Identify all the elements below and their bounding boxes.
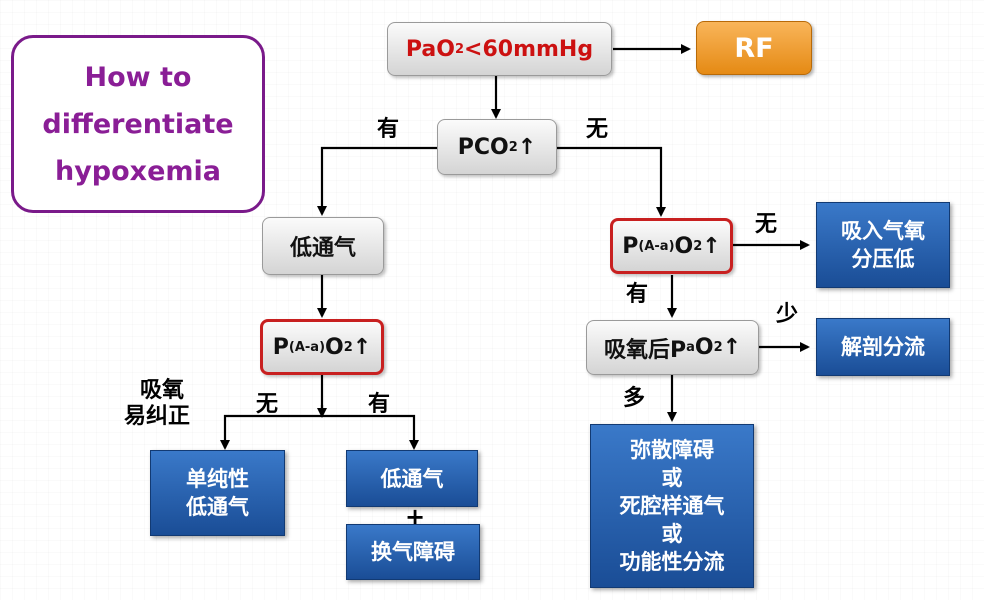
simple-line-2: 低通气: [186, 495, 249, 519]
label-no-top: 无: [586, 117, 609, 142]
paao2-right-o: O: [674, 233, 694, 259]
arrow-to-simple: [220, 414, 322, 450]
diffusion-line-1: 弥散障碍: [630, 438, 714, 462]
label-yes-left: 有: [368, 392, 391, 417]
node-low-vent-2: 低通气: [346, 450, 478, 507]
pao2-rest: <60mmHg: [464, 36, 594, 62]
label-more: 多: [623, 386, 646, 411]
node-shunt: 解剖分流: [816, 318, 950, 376]
pco2-base: PCO: [457, 134, 509, 160]
inhaled-line-2: 分压低: [851, 247, 915, 271]
node-simple-low-vent: 单纯性 低通气: [150, 450, 285, 536]
paao2-left-arrow: ↑: [352, 334, 372, 360]
exchange-label: 换气障碍: [371, 540, 455, 564]
pao2-base: PaO: [405, 36, 455, 62]
diffusion-line-3: 死腔样通气: [619, 494, 725, 518]
plus-sign: +: [405, 503, 426, 531]
after-o2-sub1: a: [686, 340, 695, 355]
shunt-label: 解剖分流: [841, 335, 925, 359]
diffusion-line-4: 或: [661, 522, 683, 546]
title-line-1: How to: [84, 61, 192, 93]
arrow-pco2-paao2: [557, 146, 666, 217]
paao2-right-sub2: 2: [693, 238, 703, 254]
arrow-to-lowvent2: [322, 414, 419, 450]
after-o2-prefix: 吸氧后P: [603, 337, 687, 363]
label-no-left: 无: [256, 392, 279, 417]
low-vent-2-label: 低通气: [380, 466, 444, 491]
node-low-inhaled: 吸入气氧 分压低: [816, 202, 950, 288]
label-yes-right: 有: [626, 282, 649, 307]
label-less: 少: [776, 302, 799, 327]
paao2-left-sub1: (A-a): [288, 339, 326, 355]
paao2-right-sub1: (A-a): [638, 238, 675, 254]
node-low-vent-1: 低通气: [262, 217, 384, 275]
paao2-right-p: P: [622, 233, 639, 259]
simple-line-1: 单纯性: [186, 467, 249, 491]
rf-label: RF: [734, 32, 774, 64]
diffusion-line-2: 或: [661, 466, 683, 490]
after-o2-arrow: ↑: [722, 335, 742, 360]
diffusion-line-5: 功能性分流: [619, 550, 725, 574]
paao2-left-p: P: [272, 334, 289, 360]
node-diffusion: 弥散障碍 或 死腔样通气 或 功能性分流: [590, 424, 754, 588]
node-rf: RF: [696, 21, 812, 75]
title-line-3: hypoxemia: [54, 155, 222, 187]
arrow-pco2-lowvent: [317, 146, 437, 216]
label-o2-fix-2: 易纠正: [124, 404, 191, 429]
paao2-left-sub2: 2: [343, 339, 353, 355]
label-o2-fix-1: 吸氧: [140, 378, 185, 403]
paao2-left-o: O: [325, 334, 344, 360]
paao2-right-arrow: ↑: [702, 233, 721, 259]
label-no-right: 无: [755, 212, 778, 237]
pco2-arrow: ↑: [517, 134, 537, 160]
low-vent-1-label: 低通气: [289, 236, 356, 261]
after-o2-sub2: 2: [713, 340, 723, 355]
node-exchange: 换气障碍: [346, 524, 480, 580]
pao2-sub: 2: [454, 41, 465, 57]
pco2-sub: 2: [508, 139, 518, 155]
after-o2-o: O: [694, 335, 714, 360]
title-line-2: differentiate: [42, 108, 234, 140]
inhaled-line-1: 吸入气氧: [841, 219, 925, 243]
label-yes-top: 有: [377, 117, 400, 142]
title-box: How to differentiate hypoxemia: [11, 35, 265, 213]
